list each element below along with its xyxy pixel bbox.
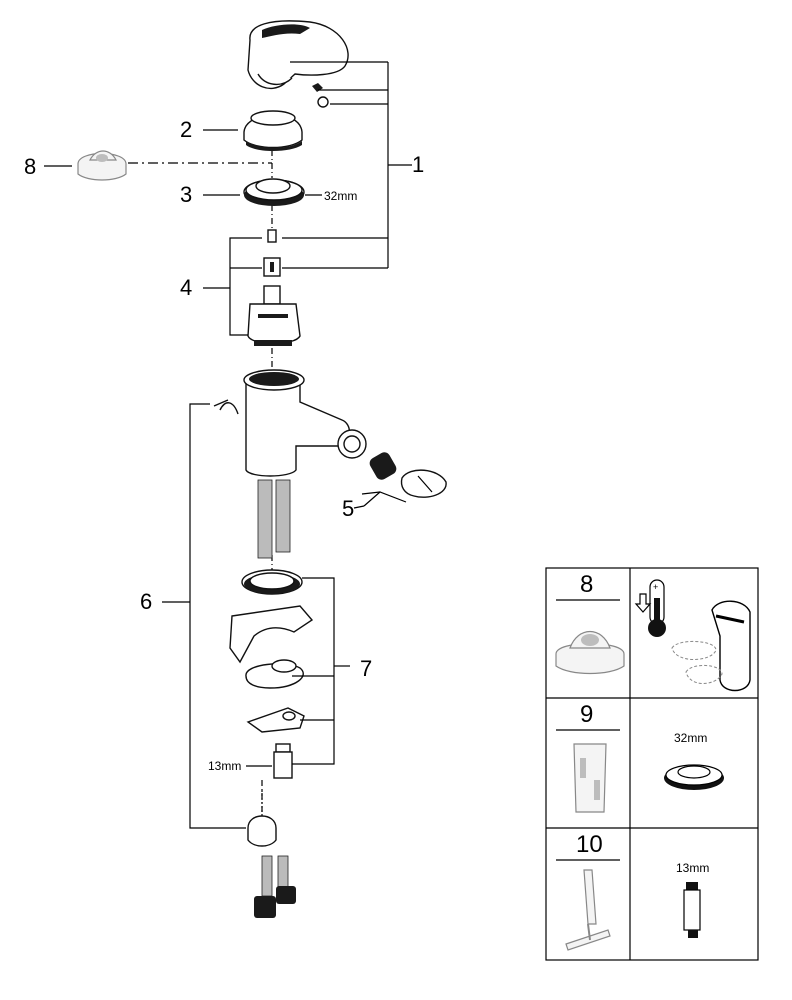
leader-lines bbox=[44, 61, 412, 829]
callout-2: 2 bbox=[180, 117, 192, 142]
tools-row-10: 10 13mm bbox=[556, 831, 709, 951]
nut-size-label: 32mm bbox=[324, 189, 357, 203]
spare-cap-icon bbox=[555, 631, 625, 675]
tools-row-10-number: 10 bbox=[576, 831, 603, 858]
tools-table: 8 + 9 bbox=[545, 567, 759, 961]
swivel-aerator bbox=[369, 452, 447, 498]
callout-8: 8 bbox=[24, 154, 36, 179]
tools-row-8: 8 + bbox=[555, 571, 751, 692]
nut-32mm bbox=[243, 178, 305, 206]
tools-row-9: 9 32mm bbox=[556, 701, 724, 813]
spare-cap-part bbox=[77, 150, 127, 181]
t-key-tool-icon bbox=[565, 869, 611, 951]
lever-position-icon bbox=[671, 600, 751, 692]
svg-text:+: + bbox=[653, 582, 658, 592]
tools-row-10-label: 13mm bbox=[676, 861, 709, 875]
hose-weight-and-connectors bbox=[247, 790, 296, 918]
assembly-axis bbox=[128, 150, 273, 815]
callout-6: 6 bbox=[140, 589, 152, 614]
lever-handle bbox=[247, 20, 349, 108]
down-arrow-icon bbox=[634, 593, 652, 613]
cartridge-set bbox=[247, 229, 301, 346]
valve-insert-icon bbox=[683, 882, 701, 938]
tools-row-9-number: 9 bbox=[580, 701, 593, 728]
callout-7: 7 bbox=[360, 656, 372, 681]
cartridge-tool-icon bbox=[573, 743, 607, 813]
thermostat-icon: + bbox=[648, 579, 666, 637]
callout-4: 4 bbox=[180, 275, 192, 300]
fixing-set bbox=[229, 569, 314, 779]
callout-5: 5 bbox=[342, 496, 354, 521]
supply-hoses bbox=[257, 479, 291, 559]
callout-3: 3 bbox=[180, 182, 192, 207]
cover-cap bbox=[243, 110, 303, 151]
nut-wrench-icon bbox=[664, 764, 724, 790]
valve-size-label: 13mm bbox=[208, 759, 241, 773]
tools-row-8-number: 8 bbox=[580, 571, 593, 598]
callout-1: 1 bbox=[412, 152, 424, 177]
tools-row-9-label: 32mm bbox=[674, 731, 707, 745]
mixer-body bbox=[213, 369, 367, 477]
